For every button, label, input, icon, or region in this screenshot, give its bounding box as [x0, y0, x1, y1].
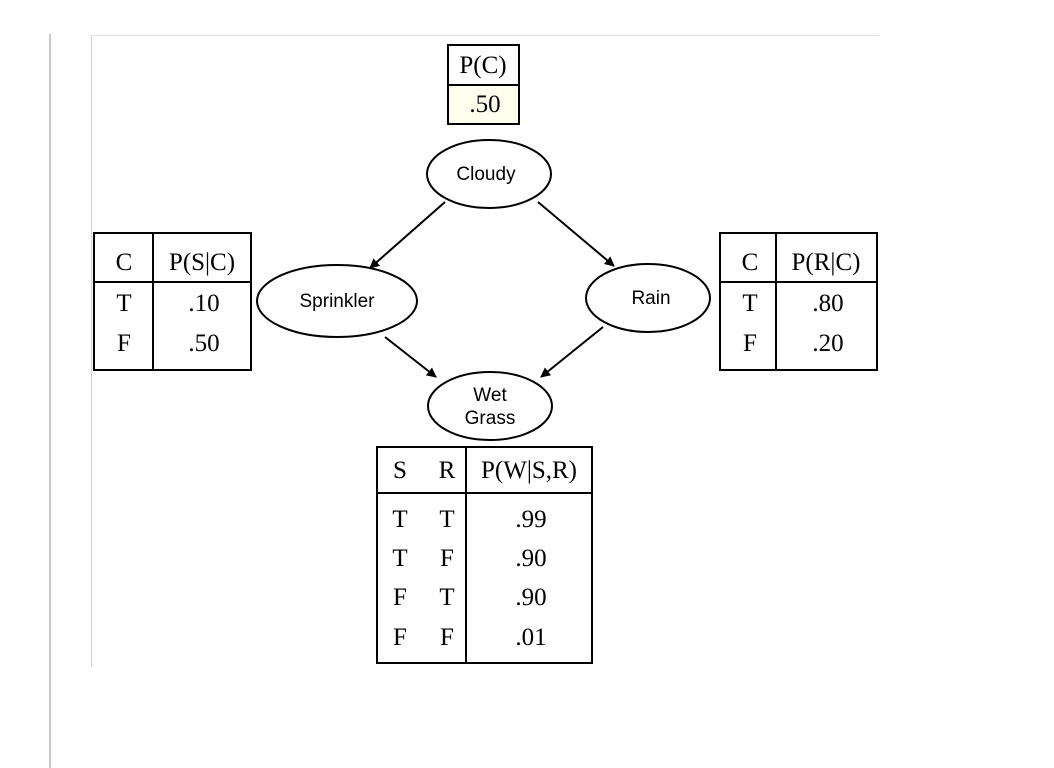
left-border-rule [49, 34, 51, 768]
cpt-wet-grass-header-r: R [439, 457, 456, 484]
node-wet-grass-label-line1: Wet [473, 385, 507, 406]
cpt-wet-grass-row4-r: F [440, 624, 454, 651]
cpt-wet-grass-row1-s: T [392, 506, 407, 533]
canvas-left-rule [91, 35, 92, 667]
cpt-rain-header-p: P(R|C) [792, 249, 861, 276]
cpt-wet-grass-header-s: S [393, 457, 407, 484]
cpt-sprinkler-header-p: P(S|C) [169, 249, 235, 276]
edges [369, 201, 615, 378]
node-wet-grass[interactable]: Wet Grass [427, 371, 553, 441]
cpt-wet-grass-row4-p: .01 [515, 624, 546, 651]
node-sprinkler[interactable]: Sprinkler [256, 264, 418, 338]
edge-rain-to-wet-grass [540, 326, 604, 378]
cpt-sprinkler-row2-p: .50 [188, 330, 219, 357]
cpt-wet-grass-row2-p: .90 [515, 545, 546, 572]
cpt-wet-grass-row1-r: T [439, 506, 454, 533]
cpt-cloudy-header: P(C) [459, 52, 506, 79]
node-cloudy-label: Cloudy [456, 164, 516, 185]
cpt-cloudy-value: .50 [469, 91, 500, 118]
cpt-wet-grass-table: S R P(W|S,R) T T .99 T F .90 F T .90 F F… [376, 446, 593, 664]
edge-sprinkler-to-wet-grass [384, 336, 437, 378]
cpt-rain-row2-p: .20 [812, 330, 843, 357]
cpt-sprinkler-row1-p: .10 [188, 290, 219, 317]
cpt-wet-grass-row3-r: T [439, 584, 454, 611]
cpt-rain-row1-c: T [742, 290, 757, 317]
node-rain[interactable]: Rain [585, 263, 711, 333]
cpt-sprinkler-row2-c: F [117, 330, 131, 357]
cpt-sprinkler-row1-c: T [116, 290, 131, 317]
node-rain-label: Rain [631, 288, 670, 309]
node-wet-grass-label-line2: Grass [465, 408, 516, 429]
node-cloudy[interactable]: Cloudy [426, 139, 552, 209]
cpt-rain-header-c: C [742, 249, 759, 276]
cpt-wet-grass-row1-p: .99 [515, 506, 546, 533]
cpt-wet-grass-header-p: P(W|S,R) [481, 457, 577, 484]
cpt-cloudy-table: P(C) .50 [447, 44, 520, 125]
cpt-rain-table: C P(R|C) T .80 F .20 [719, 232, 878, 371]
edge-cloudy-to-sprinkler [369, 201, 446, 269]
cpt-sprinkler-header-c: C [116, 249, 133, 276]
cpt-wet-grass-row3-s: F [393, 584, 407, 611]
canvas-top-rule [91, 35, 879, 36]
cpt-wet-grass-row2-r: F [440, 545, 454, 572]
edge-cloudy-to-rain [537, 201, 615, 267]
cpt-wet-grass-row2-s: T [392, 545, 407, 572]
cpt-wet-grass-row4-s: F [393, 624, 407, 651]
cpt-rain-row1-p: .80 [812, 290, 843, 317]
cpt-wet-grass-row3-p: .90 [515, 584, 546, 611]
node-sprinkler-label: Sprinkler [300, 291, 376, 312]
cpt-sprinkler-table: C P(S|C) T .10 F .50 [93, 232, 252, 371]
cpt-rain-row2-c: F [743, 330, 757, 357]
